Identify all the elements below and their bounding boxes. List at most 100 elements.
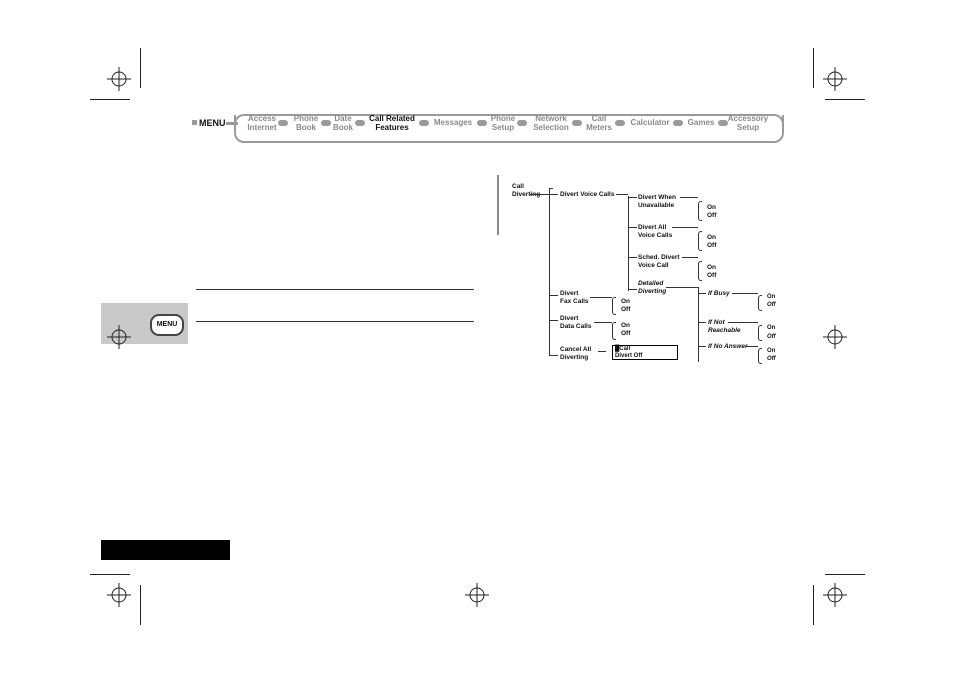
menu-separator-icon (615, 120, 625, 126)
display-line-1: █Call (615, 346, 631, 352)
tree-connector (699, 322, 706, 323)
menu-root-marker (192, 120, 197, 125)
divert-data-calls-label: Divert Data Calls (560, 315, 592, 330)
tree-connector (682, 257, 698, 258)
detailed-diverting-label: Detailed Diverting (638, 280, 667, 295)
option-on: On (621, 298, 631, 305)
registration-mark-icon (465, 583, 489, 607)
bottom-rule (196, 321, 474, 322)
menu-root-label: MENU (199, 118, 226, 128)
option-bracket (612, 322, 616, 340)
tree-connector (629, 197, 637, 198)
menu-connector (226, 122, 238, 125)
divert-voice-calls-label: Divert Voice Calls (560, 191, 615, 198)
tree-connector (590, 297, 612, 298)
crop-mark (90, 574, 130, 575)
tree-connector (530, 194, 549, 195)
registration-mark-icon (107, 325, 131, 349)
tree-connector (594, 322, 612, 323)
menu-separator-icon (572, 120, 582, 126)
option-bracket (758, 325, 762, 341)
tree-connector (629, 227, 637, 228)
tree-root-label: Call Diverting (512, 183, 541, 198)
option-on: On (767, 348, 776, 354)
crop-mark (90, 99, 130, 100)
tree-connector (672, 227, 698, 228)
tree-connector (732, 293, 758, 294)
option-on: On (707, 204, 717, 211)
crop-mark (813, 585, 814, 625)
option-bracket (698, 201, 702, 221)
tree-connector (699, 346, 706, 347)
tree-connector (549, 194, 558, 195)
tree-connector (666, 287, 698, 288)
crop-mark (140, 48, 141, 88)
tree-connector (746, 346, 758, 347)
menu-item[interactable]: Phone Setup (490, 114, 516, 132)
menu-separator-icon (517, 120, 527, 126)
tree-connector (598, 351, 606, 352)
registration-mark-icon (823, 67, 847, 91)
option-off: Off (767, 302, 776, 308)
option-off: Off (707, 242, 717, 249)
phone-display: █Call Divert Off (612, 345, 678, 360)
menu-item[interactable]: Calculator (630, 118, 670, 127)
menu-separator-icon (278, 120, 288, 126)
option-bracket (758, 348, 762, 364)
sched-divert-voice-call-label: Sched. Divert Voice Call (638, 254, 680, 269)
registration-mark-icon (107, 583, 131, 607)
menu-separator-icon (419, 120, 429, 126)
option-off: Off (767, 334, 776, 340)
menu-separator-icon (718, 120, 728, 126)
option-bracket (758, 295, 762, 311)
registration-mark-icon (107, 67, 131, 91)
tree-connector (728, 322, 758, 323)
menu-item[interactable]: Call Meters (586, 114, 612, 132)
menu-item[interactable]: Phone Book (293, 114, 319, 132)
crop-mark (813, 48, 814, 88)
option-bracket (698, 261, 702, 281)
option-on: On (767, 325, 776, 331)
menu-item[interactable]: Access Internet (247, 114, 277, 132)
option-on: On (767, 294, 776, 300)
menu-separator-icon (321, 120, 331, 126)
crop-mark (825, 574, 865, 575)
tree-connector (549, 188, 553, 189)
menu-separator-icon (673, 120, 683, 126)
tree-connector (549, 355, 558, 356)
option-bracket (698, 231, 702, 251)
tree-connector (616, 194, 628, 195)
divert-when-unavailable-label: Divert When Unavailable (638, 194, 676, 209)
tree-connector (549, 295, 558, 296)
tree-connector (629, 257, 637, 258)
option-on: On (707, 234, 717, 241)
crop-mark (140, 585, 141, 625)
registration-mark-icon (823, 325, 847, 349)
registration-mark-icon (823, 583, 847, 607)
menu-item[interactable]: Call Related Features (369, 114, 415, 132)
if-no-answer-label: If No Answer (708, 343, 748, 350)
cancel-all-diverting-label: Cancel All Diverting (560, 346, 592, 361)
tree-connector (629, 289, 637, 290)
tree-connector (680, 197, 698, 198)
top-rule (196, 289, 474, 290)
menu-item[interactable]: Accessory Setup (727, 114, 769, 132)
option-off: Off (707, 212, 717, 219)
display-line-2: Divert Off (615, 353, 643, 359)
option-bracket (612, 297, 616, 315)
tree-side-bar (497, 175, 499, 235)
menu-item[interactable]: Messages (433, 118, 473, 127)
option-off: Off (621, 330, 631, 337)
divert-fax-calls-label: Divert Fax Calls (560, 290, 589, 305)
menu-separator-icon (355, 120, 365, 126)
menu-key-icon: MENU (150, 314, 184, 336)
menu-frame-bottom (234, 115, 784, 143)
menu-item[interactable]: Date Book (333, 114, 353, 132)
option-off: Off (707, 272, 717, 279)
option-on: On (707, 264, 717, 271)
tree-branch (628, 196, 629, 291)
menu-item[interactable]: Network Selection (533, 114, 569, 132)
option-off: Off (767, 356, 776, 362)
if-busy-label: If Busy (708, 290, 730, 297)
menu-item[interactable]: Games (687, 118, 715, 127)
